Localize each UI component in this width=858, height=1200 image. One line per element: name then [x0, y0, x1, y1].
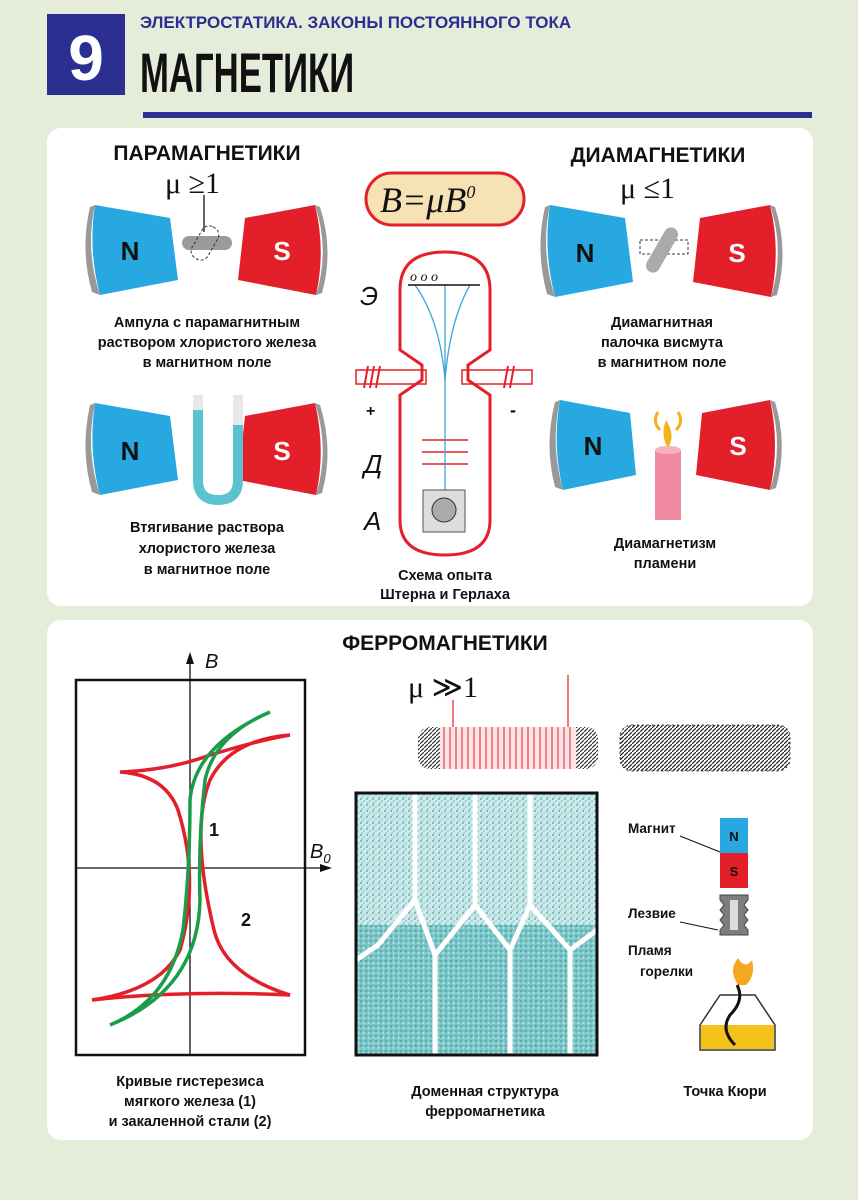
subject-title: ЭЛЕКТРОСТАТИКА. ЗАКОНЫ ПОСТОЯННОГО ТОКА [140, 13, 571, 32]
utube-caption-line1: Втягивание раствора [130, 520, 285, 536]
stern-gerlach-apparatus [355, 250, 533, 557]
magnetized-rod-icon [619, 724, 791, 772]
magnet-south-2: S [238, 403, 328, 495]
title-underline [143, 112, 812, 118]
ferromagnetics-section: ФЕРРОМАГНЕТИКИ μ ≫1 B B0 1 2 Кривые гист… [74, 632, 791, 1130]
x-axis-label: B0 [310, 841, 331, 866]
candle-icon [653, 411, 683, 520]
blade-label: Лезвие [628, 906, 676, 921]
magnet-north-3: N [540, 205, 633, 297]
flame-label-line1: Пламя [628, 943, 672, 958]
magnet-south: S [238, 205, 328, 295]
utube-caption-line2: хлористого железа [139, 541, 277, 557]
diamagnetics-title: ДИАМАГНЕТИКИ [571, 144, 746, 167]
magnet-south-3: S [693, 205, 783, 297]
svg-text:N: N [729, 829, 738, 844]
domain-structure-image [354, 791, 599, 1057]
bismuth-caption-line2: палочка висмута [601, 335, 724, 351]
flame-caption-line1: Диамагнетизм [614, 536, 716, 552]
domain-caption-line2: ферромагнетика [425, 1104, 545, 1120]
label-plus: + [366, 403, 375, 420]
label-diaphragm: Д [361, 449, 382, 479]
section-number: 9 [68, 22, 104, 94]
bar-magnet-icon: N S [720, 818, 748, 888]
curve2-label: 2 [241, 910, 251, 930]
hysteresis-caption-line1: Кривые гистерезиса [116, 1074, 264, 1090]
svg-text:S: S [730, 864, 739, 879]
ampoule-icon [182, 195, 232, 261]
section-badge [47, 14, 125, 95]
razor-blade-icon [719, 894, 749, 936]
label-minus: - [510, 400, 516, 420]
flame-caption-line2: пламени [634, 556, 697, 572]
bismuth-rod-icon [639, 227, 689, 273]
svg-text:N: N [584, 431, 603, 461]
magnet-north-4: N [549, 400, 636, 490]
beam-lines: o o o [408, 270, 480, 510]
svg-text:N: N [576, 238, 595, 268]
diamagnetics-mu: μ ≤1 [620, 172, 675, 205]
stern-caption-line2: Штерна и Герлаха [380, 587, 511, 603]
magnet-north: N [85, 205, 178, 295]
u-tube-icon [193, 395, 243, 506]
hysteresis-plot: B B0 1 2 [74, 651, 332, 1057]
ampoule-caption-line2: раствором хлористого железа [98, 335, 317, 351]
svg-text:S: S [729, 431, 746, 461]
svg-text:N: N [121, 236, 140, 266]
coil-with-filings-icon [418, 675, 598, 769]
curie-experiment: Магнит N S Лезвие Пламя горелки [628, 818, 776, 1051]
magnet-south-4: S [696, 400, 782, 490]
y-axis-label: B [205, 651, 218, 673]
diamagnetics-section: ДИАМАГНЕТИКИ μ ≤1 N S Диамагнитная палоч… [540, 144, 783, 572]
paramagnetics-mu: μ ≥1 [165, 167, 220, 200]
stern-gerlach-section: B=μB0 o o o Э Д А + - Схема опыта Штерна… [355, 171, 533, 603]
formula: B=μB0 [380, 180, 475, 220]
y-axis-arrow [186, 652, 194, 664]
curve-hardened-steel [91, 733, 291, 1002]
burner-icon [699, 958, 776, 1051]
label-screen: Э [360, 281, 378, 311]
magnet-label: Магнит [628, 821, 676, 836]
paramagnetics-section: ПАРАМАГНЕТИКИ μ ≥1 N S Ампула с парамагн… [85, 142, 328, 578]
svg-text:S: S [273, 236, 290, 266]
formula-box [364, 171, 526, 227]
page-title: МАГНЕТИКИ [140, 42, 354, 105]
svg-text:N: N [121, 436, 140, 466]
ferromagnetics-mu: μ ≫1 [408, 671, 478, 704]
header: 9 ЭЛЕКТРОСТАТИКА. ЗАКОНЫ ПОСТОЯННОГО ТОК… [47, 13, 812, 118]
hysteresis-caption-line3: и закаленной стали (2) [109, 1114, 272, 1130]
label-oven: А [362, 506, 381, 536]
paramagnetics-title: ПАРАМАГНЕТИКИ [113, 142, 300, 165]
svg-text:S: S [728, 238, 745, 268]
bismuth-caption-line3: в магнитном поле [598, 355, 727, 371]
stern-caption-line1: Схема опыта [398, 568, 493, 584]
ferromagnetics-title: ФЕРРОМАГНЕТИКИ [342, 632, 548, 655]
curve-soft-iron [109, 710, 271, 1027]
magnet-north-2: N [85, 403, 178, 495]
ampoule-caption-line3: в магнитном поле [143, 355, 272, 371]
utube-caption-line3: в магнитное поле [144, 562, 270, 578]
svg-text:S: S [273, 436, 290, 466]
domain-caption-line1: Доменная структура [411, 1084, 559, 1100]
flame-label-line2: горелки [640, 964, 693, 979]
bismuth-caption-line1: Диамагнитная [611, 315, 713, 331]
hysteresis-caption-line2: мягкого железа (1) [124, 1094, 256, 1110]
ampoule-caption-line1: Ампула с парамагнитным [114, 315, 300, 331]
curie-caption: Точка Кюри [683, 1084, 766, 1100]
curve1-label: 1 [209, 820, 219, 840]
svg-text:o o o: o o o [410, 270, 438, 285]
oven-icon [422, 489, 466, 533]
x-axis-arrow [320, 864, 332, 872]
